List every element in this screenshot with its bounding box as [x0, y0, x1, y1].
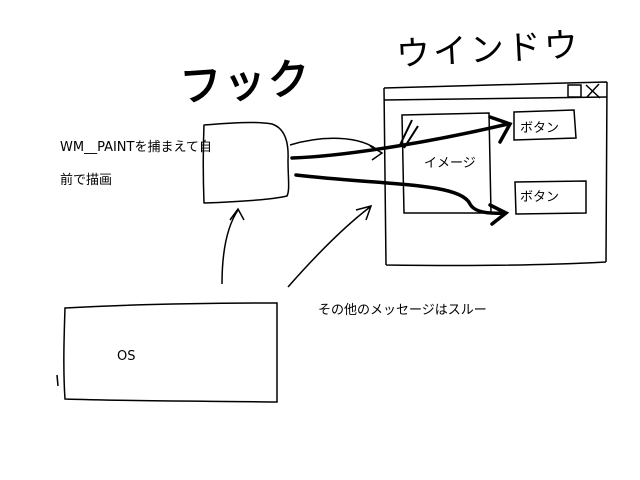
arrow-hook-to-button-2: [294, 173, 510, 226]
window-frame: [383, 81, 608, 267]
hook-note-line2: 前で描画: [60, 173, 113, 188]
os-label: OS: [117, 349, 136, 364]
button-1-label: ボタン: [520, 121, 560, 136]
arrow-os-to-hook: [221, 207, 245, 285]
button-1-box: [513, 109, 577, 141]
hook-title: フック: [178, 53, 314, 112]
passthrough-note: その他のメッセージはスルー: [318, 303, 487, 318]
arrow-hook-to-button-1: [290, 115, 513, 160]
maximize-icon: [567, 84, 582, 98]
image-label: イメージ: [424, 156, 476, 171]
arrow-image-to-button: [399, 119, 419, 149]
hook-note-line1: WM__PAINTを捕まえて自: [60, 140, 212, 155]
hook-box: [202, 121, 290, 204]
arrow-os-to-window: [287, 204, 373, 288]
button-2-box: [514, 180, 587, 215]
button-2-label: ボタン: [520, 190, 560, 205]
close-icon: [585, 83, 601, 99]
os-box: [56, 302, 278, 403]
